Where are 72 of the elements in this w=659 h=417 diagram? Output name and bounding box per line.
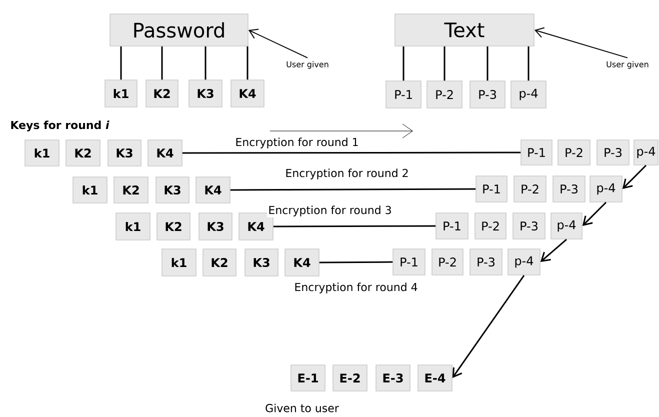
key-box: K3 [108, 140, 142, 166]
key-box: K2 [202, 248, 236, 276]
key-box: K4 [284, 248, 320, 276]
annotation-text: User given [606, 61, 648, 69]
key-box: K3 [188, 80, 222, 108]
text-block-box: P-1 [436, 212, 468, 240]
text-block-box: P-2 [432, 248, 464, 276]
key-box: E-1 [290, 364, 326, 392]
input-box: Text [394, 14, 534, 46]
input-box: Password [110, 14, 248, 46]
connector-line [486, 46, 488, 81]
arrow [622, 164, 647, 189]
connector-line [230, 188, 476, 191]
arrow [582, 202, 607, 226]
heading: Keys for round i [11, 120, 110, 132]
text-block-box: P-2 [558, 140, 590, 166]
key-box: K2 [146, 80, 178, 108]
edge-label: Encryption for round 4 [293, 282, 419, 294]
key-box: K3 [244, 248, 278, 276]
connector-line [528, 46, 530, 81]
annotation-text: User given [286, 61, 328, 69]
text-block-box: P-3 [552, 176, 586, 202]
arrow [452, 274, 525, 378]
text-block-box: p-4 [550, 212, 582, 240]
text-block-box: p-4 [510, 80, 546, 108]
text-block-box: P-2 [474, 212, 506, 240]
key-box: K4 [238, 212, 274, 240]
text-block-box: P-1 [476, 176, 508, 202]
text-block-box: P-3 [470, 248, 502, 276]
key-box: k1 [104, 80, 138, 108]
text-block-box: p-4 [508, 248, 540, 276]
connector-line [182, 152, 521, 154]
edge-label: Encryption for round 3 [267, 204, 393, 218]
key-box: E-3 [376, 364, 410, 392]
text-block-box: P-2 [426, 80, 462, 108]
text-block-box: P-1 [520, 140, 552, 166]
text-block-box: p-4 [590, 176, 622, 202]
arrow [534, 27, 628, 58]
caption-text: Given to user [266, 404, 339, 412]
text-block-box: P-3 [512, 212, 546, 240]
key-box: K3 [198, 212, 232, 240]
key-box: k1 [72, 176, 108, 204]
edge-label: Encryption for round 1 [234, 136, 360, 150]
connector-line [161, 46, 163, 80]
key-box: K4 [196, 176, 230, 204]
key-box: E-2 [332, 364, 368, 392]
arrow [248, 28, 308, 58]
edge-label: Encryption for round 2 [284, 168, 410, 180]
key-box: K2 [66, 140, 100, 166]
key-box: k1 [24, 140, 60, 166]
text-block-box: P-3 [470, 80, 506, 108]
key-box: k1 [162, 248, 196, 276]
key-box: E-4 [418, 364, 452, 392]
key-box: k1 [116, 212, 150, 240]
connector-line [204, 46, 206, 80]
connector-line [246, 46, 248, 80]
text-block-box: P-1 [392, 248, 426, 276]
text-block-box: P-2 [514, 176, 546, 202]
text-block-box: P-1 [386, 80, 422, 108]
connector-line [444, 46, 446, 81]
key-box: K4 [148, 140, 182, 166]
key-box: K3 [156, 176, 190, 204]
connector-line [402, 46, 404, 81]
connector-line [319, 261, 393, 264]
key-box: K2 [114, 176, 148, 204]
key-box: K4 [230, 80, 264, 108]
connector-line [120, 46, 122, 80]
arrow [540, 238, 567, 262]
connector-line [273, 225, 436, 228]
text-block-box: p-4 [634, 140, 658, 166]
text-block-box: P-3 [596, 140, 630, 166]
key-box: K2 [156, 212, 190, 240]
